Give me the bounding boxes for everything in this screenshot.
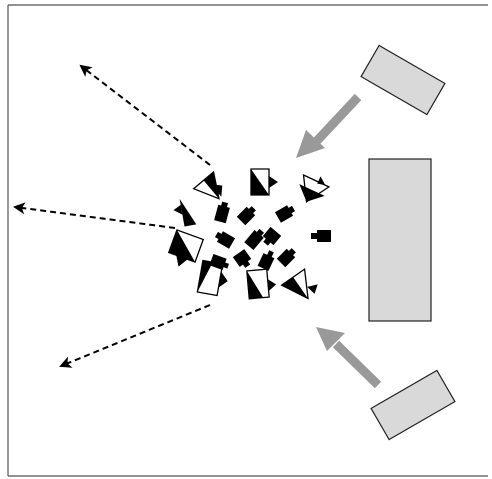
gray-arrow-top: [296, 93, 362, 158]
fragment: [276, 248, 296, 268]
fragment: [257, 250, 275, 271]
shard: [299, 173, 331, 203]
shard: [250, 168, 278, 196]
shard: [173, 198, 197, 227]
fragment: [274, 205, 296, 223]
shard: [196, 259, 228, 297]
fragment: [214, 201, 230, 224]
dashed-arrows: [13, 64, 211, 368]
fragment: [262, 226, 282, 246]
shard: [280, 267, 318, 300]
panel-center-right: [368, 158, 432, 322]
dashed-arrow-upper-left: [79, 64, 211, 166]
fragment: [311, 230, 331, 242]
fragment: [209, 253, 230, 271]
fragment: [236, 206, 256, 226]
panel-top-right: [360, 44, 446, 116]
dashed-arrow-lower-left: [59, 304, 211, 368]
shard: [167, 229, 205, 267]
gray-arrow-bottom: [316, 327, 382, 389]
shard: [246, 268, 277, 300]
fragment: [244, 228, 265, 250]
dashed-arrow-left: [13, 202, 176, 229]
fragment: [232, 249, 252, 268]
fragment-cluster: [167, 168, 331, 300]
panel-bottom-right: [370, 369, 456, 441]
shard: [192, 170, 223, 200]
frame: [7, 4, 488, 477]
fragment: [214, 231, 236, 249]
